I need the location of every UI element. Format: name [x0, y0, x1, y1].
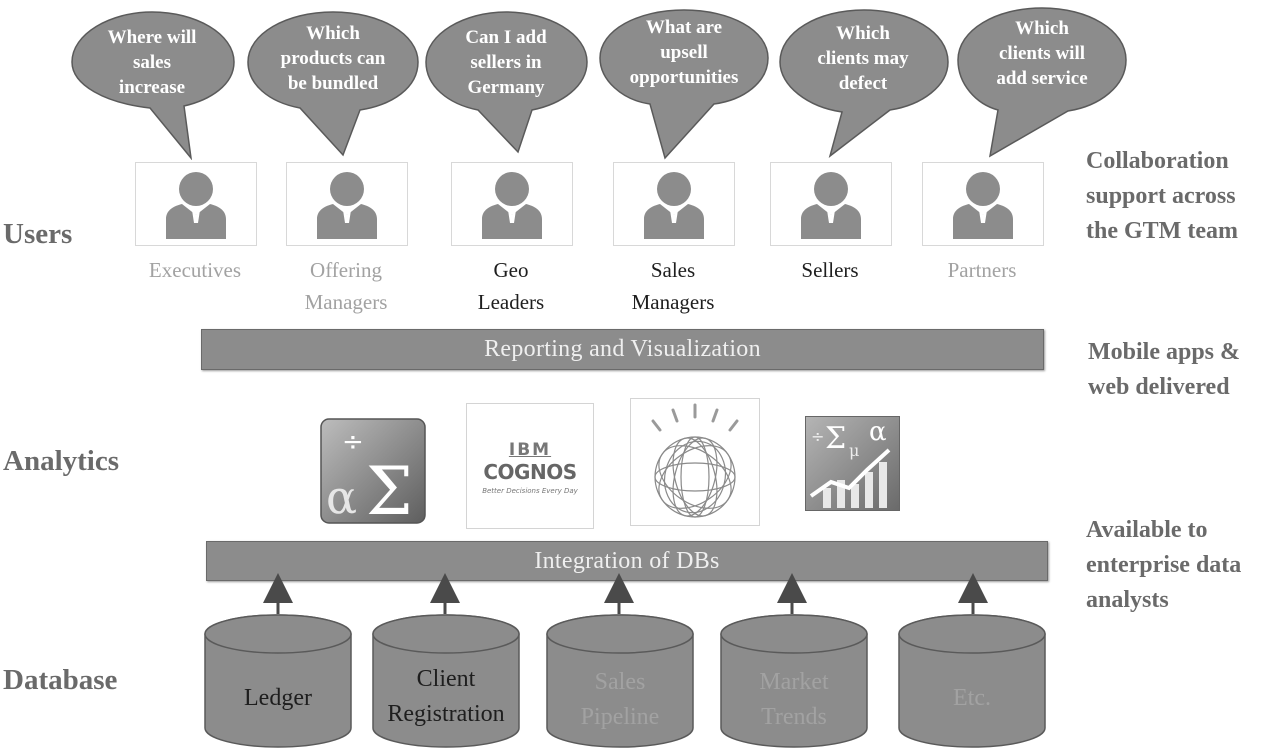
- row-label-analytics: Analytics: [3, 445, 119, 477]
- speech-bubble-1: [71, 11, 235, 160]
- person-icon: [317, 172, 377, 239]
- globe-icon: [651, 403, 739, 518]
- row-label-users: Users: [3, 218, 73, 250]
- person-icon: [482, 172, 542, 239]
- person-icon: [644, 172, 704, 239]
- speech-bubble-6: [957, 7, 1127, 158]
- svg-text:α: α: [326, 470, 357, 524]
- user-box-executives: [135, 162, 257, 246]
- user-name-executives: Executives: [148, 258, 242, 282]
- speech-bubble-5: [779, 9, 949, 158]
- person-icon: [953, 172, 1013, 239]
- person-icon: [166, 172, 226, 239]
- person-icon: [801, 172, 861, 239]
- svg-text:α: α: [869, 417, 887, 447]
- ibm-cognos-logo: IBM COGNOS Better Decisions Every Day: [466, 403, 594, 529]
- alpha-sigma-icon: ÷ α Σ: [320, 418, 426, 524]
- speech-bubble-3: [425, 11, 588, 154]
- cognos-tagline: Better Decisions Every Day: [482, 487, 578, 495]
- svg-text:Σ: Σ: [366, 453, 413, 524]
- database-label-etc: Etc.: [953, 685, 991, 711]
- note-mobile: Mobile apps & web delivered: [1088, 339, 1241, 400]
- math-chart-logo: ÷ Σ μ α: [805, 416, 900, 511]
- speech-bubbles: [71, 7, 1127, 160]
- speech-bubble-2: [247, 11, 419, 157]
- user-name-sellers: Sellers: [801, 258, 859, 282]
- svg-text:μ: μ: [849, 441, 859, 460]
- math-tool-logo: ÷ α Σ: [320, 418, 426, 524]
- svg-text:÷: ÷: [811, 427, 824, 446]
- row-label-database: Database: [3, 664, 118, 696]
- ibm-text: IBM: [508, 440, 552, 460]
- svg-text:Σ: Σ: [825, 421, 846, 456]
- user-box-offering-managers: [286, 162, 408, 246]
- sigma-chart-icon: ÷ Σ μ α: [805, 416, 900, 511]
- user-box-partners: [922, 162, 1044, 246]
- user-box-sellers: [770, 162, 892, 246]
- speech-bubble-4: [599, 9, 769, 160]
- reporting-visualization-bar: Reporting and Visualization: [201, 329, 1044, 370]
- ibm-watson-logo: [630, 398, 760, 526]
- cognos-text: COGNOS: [483, 460, 577, 484]
- user-name-partners: Partners: [947, 258, 1017, 282]
- note-available: Available to enterprise data analysts: [1086, 517, 1242, 613]
- svg-text:÷: ÷: [342, 427, 364, 457]
- note-collaboration: Collaboration support across the GTM tea…: [1086, 148, 1238, 244]
- user-box-sales-managers: [613, 162, 735, 246]
- database-label-ledger: Ledger: [244, 685, 312, 711]
- user-box-geo-leaders: [451, 162, 573, 246]
